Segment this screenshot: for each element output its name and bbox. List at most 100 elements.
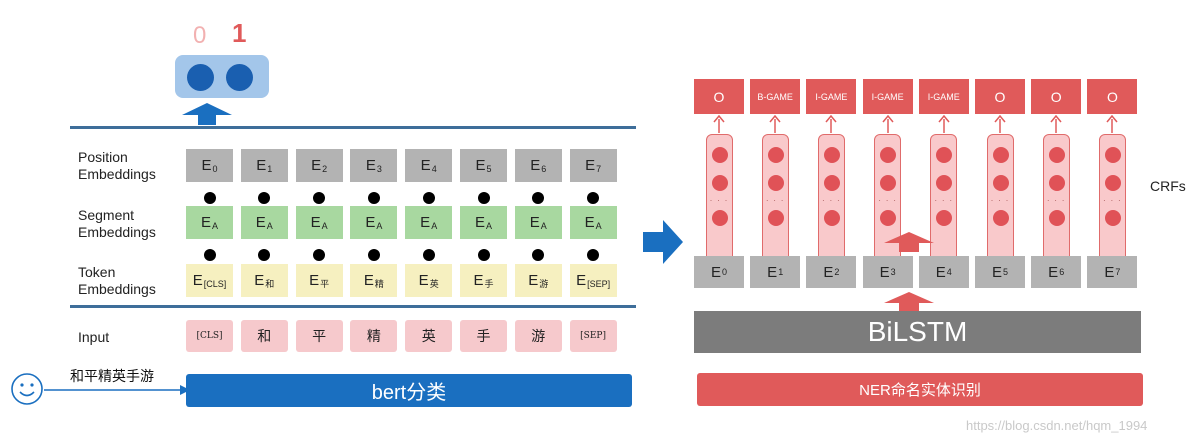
lstm-ellipsis: · · · xyxy=(709,195,729,205)
sum-dot xyxy=(367,249,380,261)
tag-arrow-icon xyxy=(713,115,725,133)
up-arrow-icon-upper xyxy=(884,232,934,252)
sum-dot xyxy=(532,249,545,261)
token-embedding-6: E游 xyxy=(514,264,562,297)
lstm-node xyxy=(880,210,897,226)
token-embedding-2: E平 xyxy=(295,264,343,297)
lstm-column-0: · · · xyxy=(705,134,733,262)
output-node-0 xyxy=(187,64,214,91)
lstm-ellipsis: · · · xyxy=(821,195,841,205)
bottom-divider xyxy=(70,305,636,308)
user-smiley-icon xyxy=(11,373,43,405)
token-embedding-0: E[CLS] xyxy=(186,264,233,297)
lstm-ellipsis: · · · xyxy=(765,195,785,205)
segment-embedding-1: EA xyxy=(240,206,288,239)
right-arrow-icon xyxy=(643,220,683,264)
lstm-node xyxy=(767,210,784,226)
crf-label: CRFs xyxy=(1150,178,1186,194)
lstm-node xyxy=(1104,175,1121,191)
sum-dot xyxy=(587,249,600,261)
lstm-ellipsis: · · · xyxy=(1046,195,1066,205)
lstm-node xyxy=(936,210,953,226)
lstm-node xyxy=(823,147,840,163)
tag-arrow-icon xyxy=(994,115,1006,133)
ner-bar: NER命名实体识别 xyxy=(697,373,1143,406)
segment-embeddings-label: Segment Embeddings xyxy=(78,207,156,240)
segment-embedding-7: EA xyxy=(569,206,617,239)
ner-tag-0: O xyxy=(694,79,744,114)
sentence-arrow-icon xyxy=(44,385,190,395)
token-embedding-1: E和 xyxy=(240,264,288,297)
tag-arrow-icon xyxy=(825,115,837,133)
lstm-node xyxy=(1104,147,1121,163)
lstm-column-5: · · · xyxy=(986,134,1014,262)
sum-dot xyxy=(203,192,216,204)
lstm-column-4: · · · xyxy=(930,134,958,262)
lstm-node xyxy=(767,175,784,191)
sum-dot xyxy=(422,192,435,204)
output-label-one: 1 xyxy=(232,18,247,48)
input-token-1: 和 xyxy=(240,320,288,352)
tag-arrow-icon xyxy=(1106,115,1118,133)
token-embedding-3: E精 xyxy=(350,264,398,297)
tag-arrow-icon xyxy=(1050,115,1062,133)
position-embedding-4: E4 xyxy=(405,149,453,182)
sum-dot xyxy=(258,249,271,261)
sum-dot xyxy=(313,249,326,261)
lstm-node xyxy=(880,147,897,163)
input-token-6: 游 xyxy=(514,320,562,352)
input-token-3: 精 xyxy=(350,320,398,352)
top-divider xyxy=(70,126,636,129)
sum-dot xyxy=(203,249,216,261)
ner-bar-label: NER命名实体识别 xyxy=(859,382,981,399)
token-embedding-4: E英 xyxy=(405,264,453,297)
lstm-node xyxy=(823,210,840,226)
sum-dot xyxy=(477,192,490,204)
ner-tag-6: O xyxy=(1031,79,1082,114)
lstm-node xyxy=(711,175,728,191)
lstm-ellipsis: · · · xyxy=(878,195,898,205)
position-embedding-3: E3 xyxy=(350,149,398,182)
segment-embedding-2: EA xyxy=(295,206,343,239)
lstm-node xyxy=(936,175,953,191)
lstm-column-1: · · · xyxy=(761,134,789,262)
input-token-5: 手 xyxy=(460,320,507,352)
input-label: Input xyxy=(78,329,110,345)
sum-dot xyxy=(587,192,600,204)
output-box xyxy=(175,55,269,98)
segment-embedding-0: EA xyxy=(186,206,233,239)
lstm-node xyxy=(1048,147,1065,163)
tag-arrow-icon xyxy=(938,115,950,133)
lstm-node xyxy=(992,210,1009,226)
lstm-ellipsis: · · · xyxy=(934,195,954,205)
input-token-2: 平 xyxy=(295,320,343,352)
bert-bar-label: bert分类 xyxy=(371,382,447,404)
lstm-column-6: · · · xyxy=(1042,134,1070,262)
lstm-node xyxy=(1048,210,1065,226)
token-embeddings-label: Token Embeddings xyxy=(78,264,156,297)
up-arrow-icon-lower xyxy=(884,292,934,312)
lstm-column-3: · · · xyxy=(874,134,902,262)
ner-tag-2: I-GAME xyxy=(806,79,857,114)
sum-dot xyxy=(313,192,326,204)
output-node-1 xyxy=(226,64,253,91)
position-embedding-0: E0 xyxy=(186,149,233,182)
tag-arrow-icon xyxy=(882,115,894,133)
lstm-node xyxy=(767,147,784,163)
position-embedding-6: E6 xyxy=(514,149,562,182)
input-sentence: 和平精英手游 xyxy=(70,369,154,385)
lstm-node xyxy=(936,147,953,163)
ner-tag-3: I-GAME xyxy=(862,79,913,114)
segment-embedding-5: EA xyxy=(460,206,507,239)
bert-bar: bert分类 xyxy=(186,374,632,407)
lstm-column-2: · · · xyxy=(817,134,845,262)
sum-dot xyxy=(258,192,271,204)
up-arrow-icon xyxy=(182,103,232,125)
lstm-ellipsis: · · · xyxy=(990,195,1010,205)
lstm-node xyxy=(711,210,728,226)
